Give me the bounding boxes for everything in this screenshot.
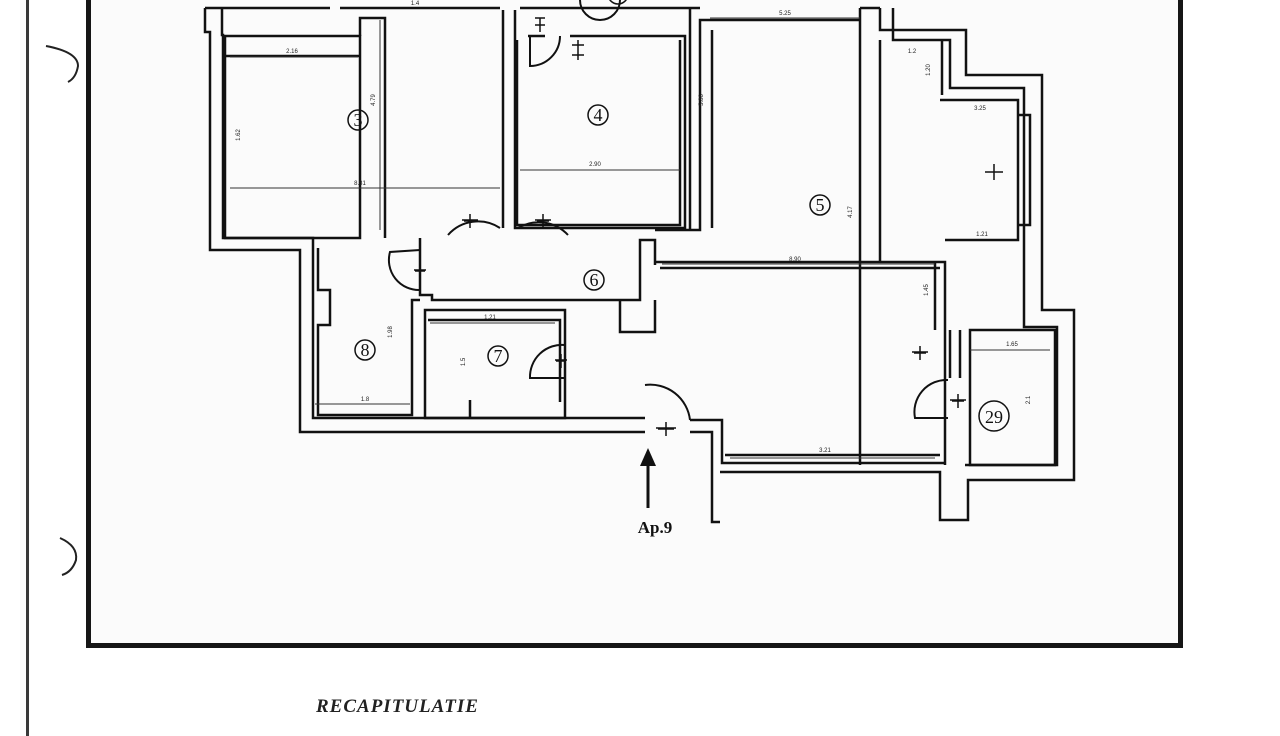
entry-arrow [640,448,656,508]
door-marker [414,264,426,278]
doors [387,0,949,421]
door-arc [529,35,561,68]
room-7-outline [423,308,567,420]
room-7-marker [487,345,509,367]
dim-label: 8.81 [354,181,366,187]
recap-title: RECAPITULATIE [316,696,479,717]
room-5-label: 5 [816,195,825,215]
door-marker [462,214,478,228]
room-labels: 3 4 5 6 7 8 29 [354,105,1004,427]
dim-label: 3.25 [974,106,986,112]
door-arc [644,383,691,421]
room-29-inner [948,330,962,378]
door-markers [414,17,1003,436]
dim-label: 5.25 [779,11,791,17]
room-8-label: 8 [361,340,370,360]
room-markers [347,0,1010,432]
room-3-outline [223,34,362,240]
dim-label: 4.79 [371,94,377,106]
binder-mark [59,537,78,576]
binder-mark [45,45,80,83]
room-5-walls [655,8,947,465]
dim-label: 5.86 [699,94,705,106]
room-8-marker [354,339,376,361]
room-7-inner [428,318,562,418]
door-arc [528,343,566,379]
room-29-label: 29 [985,407,1003,427]
dim-label: 2.1 [1026,395,1032,404]
room-29-outline [968,328,1057,467]
dim-label: 1.5 [461,357,467,366]
door-arc [447,220,501,236]
room-29-marker [978,400,1010,432]
dim-label: 2.90 [589,162,601,168]
dim-label: 1.65 [1006,342,1018,348]
dim-label: 1.45 [924,284,930,296]
door-marker [950,394,966,408]
dim-label: 2.16 [286,49,298,55]
door-arc [579,0,621,21]
dimension-lines [230,17,1050,459]
dim-label: 3.21 [819,448,831,454]
door-marker [656,422,676,436]
door-marker [912,346,928,360]
room-7-label: 7 [494,346,503,366]
door-arc [517,221,569,236]
outer-wall-inner [220,8,1059,467]
room-5-marker [809,194,831,216]
walls [203,6,1076,524]
room-3-wall [225,16,387,238]
door-marker [555,354,567,368]
door-arc [387,249,421,292]
entry-label: Ap.9 [638,518,672,537]
dimension-labels: 2.16 8.81 2.90 5.25 8.90 1.8 1.21 3.21 1… [236,1,1032,454]
room-4-label: 4 [594,105,603,125]
binder-marks [45,45,80,576]
room-4-inner [515,40,682,227]
dim-label: 1.62 [236,129,242,141]
hall-walls [418,238,657,334]
dim-label: 1.8 [361,397,370,403]
door-arc [913,378,949,419]
dim-label: 1.20 [926,64,932,76]
dim-label: 1.21 [976,232,988,238]
dim-label: 1.21 [484,315,496,321]
room-3-marker [347,109,369,131]
dim-label: 1.4 [411,1,420,7]
plan-frame [86,0,1183,648]
dim-label: 1.2 [908,49,917,55]
door-marker [535,17,545,32]
room-3-label: 3 [354,110,363,130]
room-4-marker [587,104,609,126]
door-marker [572,40,584,60]
room-5-right [878,40,1032,262]
floor-plan: 3 4 5 6 7 8 29 2.16 8.81 2.90 5.25 8.90 … [45,0,1076,576]
room-8-walls [316,248,420,417]
room-6-label: 6 [590,270,599,290]
top-marker [609,0,627,5]
dim-label: 4.17 [848,206,854,218]
dim-label: 8.90 [789,257,801,263]
door-marker [985,164,1003,180]
room-6-marker [583,269,605,291]
dim-label: 1.98 [388,326,394,338]
outer-wall-outer [203,8,1076,524]
door-marker [535,214,551,228]
